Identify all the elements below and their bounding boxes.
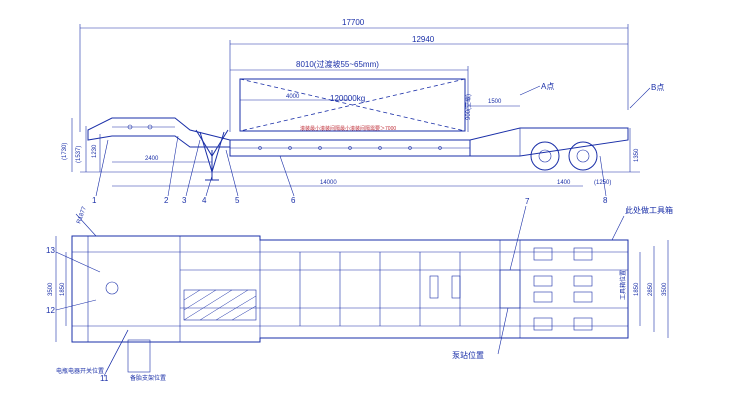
callout-6: 6 [291, 196, 296, 205]
right-width-b: 2850 [648, 282, 654, 296]
dimension-platform-span: 12940 [229, 35, 628, 132]
deck-bolts [258, 146, 442, 150]
radius-label: R1877 [76, 205, 88, 224]
deck-length-label: 8010(过渡坡55~65mm) [296, 59, 379, 69]
rear-clearance: 1350 [634, 148, 640, 162]
left-vertical-label: 3500 [48, 282, 54, 296]
dimension-plan-left: 3500 1850 R1877 [48, 205, 97, 342]
tool-box-note: 此处做工具箱 [625, 205, 673, 215]
load-zone-label: 4000 [286, 94, 300, 100]
wheelbase-total: 14000 [320, 180, 337, 186]
plan-annotations: 此处做工具箱 泵站位置 电瓶电器开关位置 备胎支架位置 [56, 205, 673, 382]
axle-spacing: 1400 [557, 180, 571, 186]
callout-4: 4 [202, 196, 207, 205]
dimension-lower: 2400 14000 1400 (1250) 1350 [112, 128, 640, 187]
point-a-label: A点 [541, 82, 554, 91]
callout-13: 13 [46, 246, 55, 255]
callout-11: 11 [100, 374, 109, 383]
gooseneck-length: 2400 [145, 156, 159, 162]
callout-8: 8 [603, 196, 608, 205]
hydraulic-note: 备胎支架位置 [130, 374, 166, 382]
dimension-right-offset: 1500 A点 B点 900(空载) [464, 82, 664, 120]
rear-wheels [530, 141, 598, 171]
callout-1: 1 [92, 196, 97, 205]
battery-note: 电瓶电器开关位置 [56, 367, 104, 375]
rear-height: (1250) [594, 180, 611, 186]
left-height-c: 1230 [92, 144, 98, 158]
deck-note: 滚装最小滚装间隔最小滚装间隔需要＞7000 [300, 125, 396, 132]
right-offset-label: 1500 [488, 99, 502, 105]
dimension-overall-length: 17700 [79, 18, 629, 132]
platform-span-label: 12940 [412, 35, 435, 44]
tool-box-label: 工具箱位置 [619, 270, 627, 300]
callouts-side: 1 2 3 4 5 6 8 [92, 135, 608, 205]
load-zone: 4000 120000kg 滚装最小滚装间隔最小滚装间隔需要＞7000 [239, 78, 466, 132]
right-width-c: 3500 [662, 282, 668, 296]
callout-3: 3 [182, 196, 187, 205]
left-height-a: (1730) [62, 143, 68, 160]
side-view [80, 117, 640, 181]
deck-height-label: 900(空载) [464, 94, 472, 120]
left-height-b: (1537) [76, 146, 82, 163]
callout-5: 5 [235, 196, 240, 205]
dimension-plan-right: 1850 2850 3500 工具箱位置 [619, 240, 669, 338]
dimension-left-heights: (1730) (1537) 1230 [62, 118, 101, 172]
overall-length-label: 17700 [342, 18, 365, 27]
callout-12: 12 [46, 306, 55, 315]
callout-7: 7 [525, 197, 530, 206]
point-b-label: B点 [651, 83, 664, 92]
callouts-plan: 7 11 12 13 [46, 197, 530, 383]
plan-wheels [533, 247, 593, 331]
width-inner-label: 1850 [60, 282, 66, 296]
callout-2: 2 [164, 196, 169, 205]
right-width-a: 1850 [634, 282, 640, 296]
dimension-deck-length: 8010(过渡坡55~65mm) [230, 59, 469, 132]
pump-station-label: 泵站位置 [452, 350, 484, 360]
rated-load-label: 120000kg [330, 94, 365, 103]
plan-view [71, 235, 629, 343]
